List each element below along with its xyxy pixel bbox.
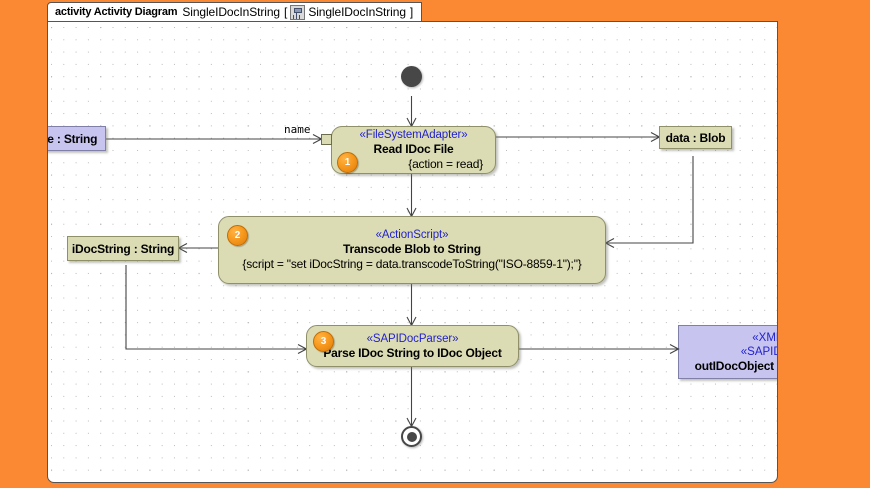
edge-datablob-to-action2: [604, 156, 694, 248]
edge-layer: [106, 96, 694, 428]
frame-inner-name: SingleIDocInString: [308, 5, 406, 19]
object-node-idocfile-label: iDocFile : String: [47, 131, 98, 146]
final-node[interactable]: [401, 426, 422, 447]
diagram-frame-header: activity Activity Diagram SingleIDocInSt…: [47, 2, 423, 22]
outidoc-stereotype-xml: «XML»: [752, 331, 777, 344]
action2-badge[interactable]: 2: [227, 225, 248, 246]
action2-name: Transcode Blob to String: [343, 242, 481, 256]
frame-bracket-open: [: [283, 5, 288, 19]
object-node-idocstring[interactable]: iDocString : String: [67, 236, 179, 261]
outidoc-label: outIDocObject : TXTRAW01: [694, 358, 777, 373]
object-node-outidocobject[interactable]: «XML» «SAPIDoc» outIDocObject : TXTRAW01: [678, 325, 777, 379]
action2-stereotype: «ActionScript»: [375, 229, 449, 241]
activity-diagram-icon: [290, 4, 306, 20]
action1-stereotype: «FileSystemAdapter»: [359, 129, 468, 141]
action1-badge[interactable]: 1: [337, 152, 358, 173]
object-node-idocstring-label: iDocString : String: [71, 241, 175, 256]
edge-idocstring-to-action3: [125, 265, 308, 354]
object-node-data-blob-label: data : Blob: [665, 130, 726, 145]
pin-label-name: name: [284, 123, 311, 136]
action-read-idoc-file[interactable]: «FileSystemAdapter» Read IDoc File {acti…: [331, 126, 496, 174]
object-node-data-blob[interactable]: data : Blob: [659, 126, 732, 149]
frame-name: SingleIDocInString: [182, 5, 280, 19]
outidoc-stereotype-sapidoc: «SAPIDoc»: [740, 345, 777, 358]
frame-bracket-close: ]: [409, 5, 414, 19]
action1-name: Read IDoc File: [373, 142, 454, 156]
frame-keyword: activity Activity Diagram: [55, 6, 178, 18]
action1-body: {action = read}: [408, 157, 483, 171]
action3-badge[interactable]: 3: [313, 331, 334, 352]
action-parse-idoc-string[interactable]: «SAPIDocParser» Parse IDoc String to IDo…: [306, 325, 519, 367]
action2-body: {script = "set iDocString = data.transco…: [242, 257, 582, 271]
action-transcode-blob-to-string[interactable]: «ActionScript» Transcode Blob to String …: [218, 216, 606, 284]
input-pin-name[interactable]: [321, 134, 332, 145]
object-node-idocfile[interactable]: iDocFile : String: [47, 126, 106, 151]
initial-node[interactable]: [401, 66, 422, 87]
activity-diagram-frame: activity Activity Diagram SingleIDocInSt…: [47, 2, 778, 485]
diagram-canvas[interactable]: iDocFile : String name «FileSystemAdapte…: [47, 21, 778, 483]
action3-stereotype: «SAPIDocParser»: [366, 332, 459, 345]
action3-name: Parse IDoc String to IDoc Object: [323, 345, 502, 360]
